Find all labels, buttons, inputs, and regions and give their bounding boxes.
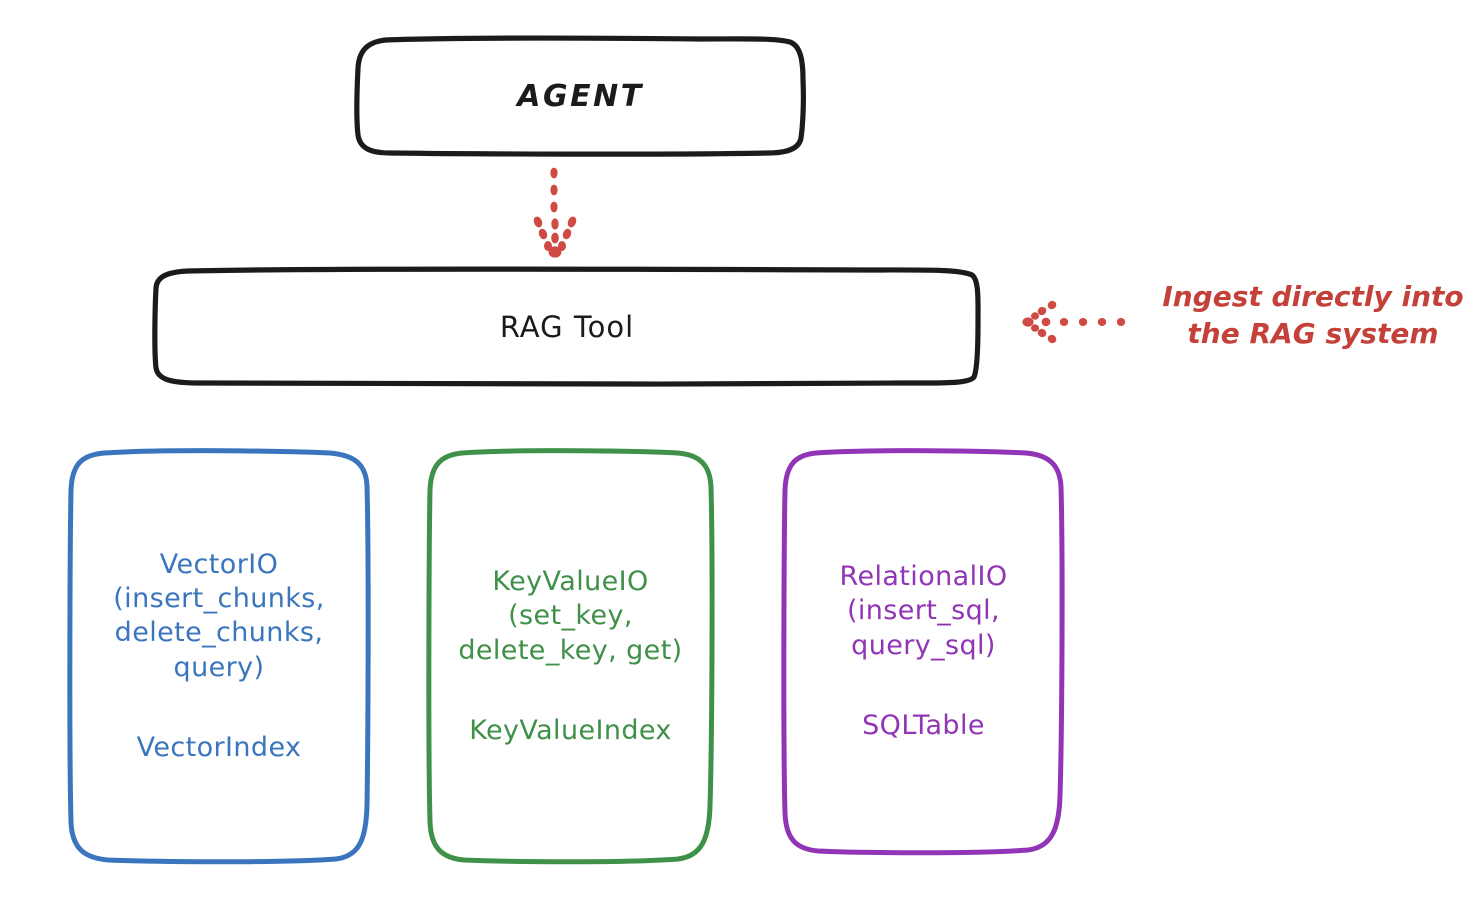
node-key-value-io[interactable]: KeyValueIO (set_key, delete_key, get) Ke…: [430, 451, 711, 862]
node-relational-io[interactable]: RelationalIO (insert_sql, query_sql) SQL…: [786, 451, 1061, 852]
node-vector-io[interactable]: VectorIO (insert_chunks, delete_chunks, …: [70, 451, 368, 862]
node-rag-tool[interactable]: RAG Tool: [155, 270, 979, 384]
node-agent[interactable]: AGENT: [357, 39, 804, 154]
node-agent-label: AGENT: [517, 78, 644, 114]
relational-io-api-label: RelationalIO (insert_sql, query_sql): [839, 561, 1008, 661]
vector-io-api-label: VectorIO (insert_chunks, delete_chunks, …: [113, 549, 325, 683]
annotation-ingest-directly: Ingest directly into the RAG system: [1162, 280, 1464, 350]
sql-table-label: SQLTable: [862, 709, 985, 741]
vector-index-label: VectorIndex: [136, 731, 302, 763]
key-value-index-label: KeyValueIndex: [469, 714, 672, 746]
agent-to-ragtool-arrow: [533, 167, 577, 258]
node-rag-tool-label: RAG Tool: [499, 309, 635, 344]
ingest-pointer-arrow: [1022, 300, 1126, 344]
key-value-io-api-label: KeyValueIO (set_key, delete_key, get): [458, 566, 683, 666]
